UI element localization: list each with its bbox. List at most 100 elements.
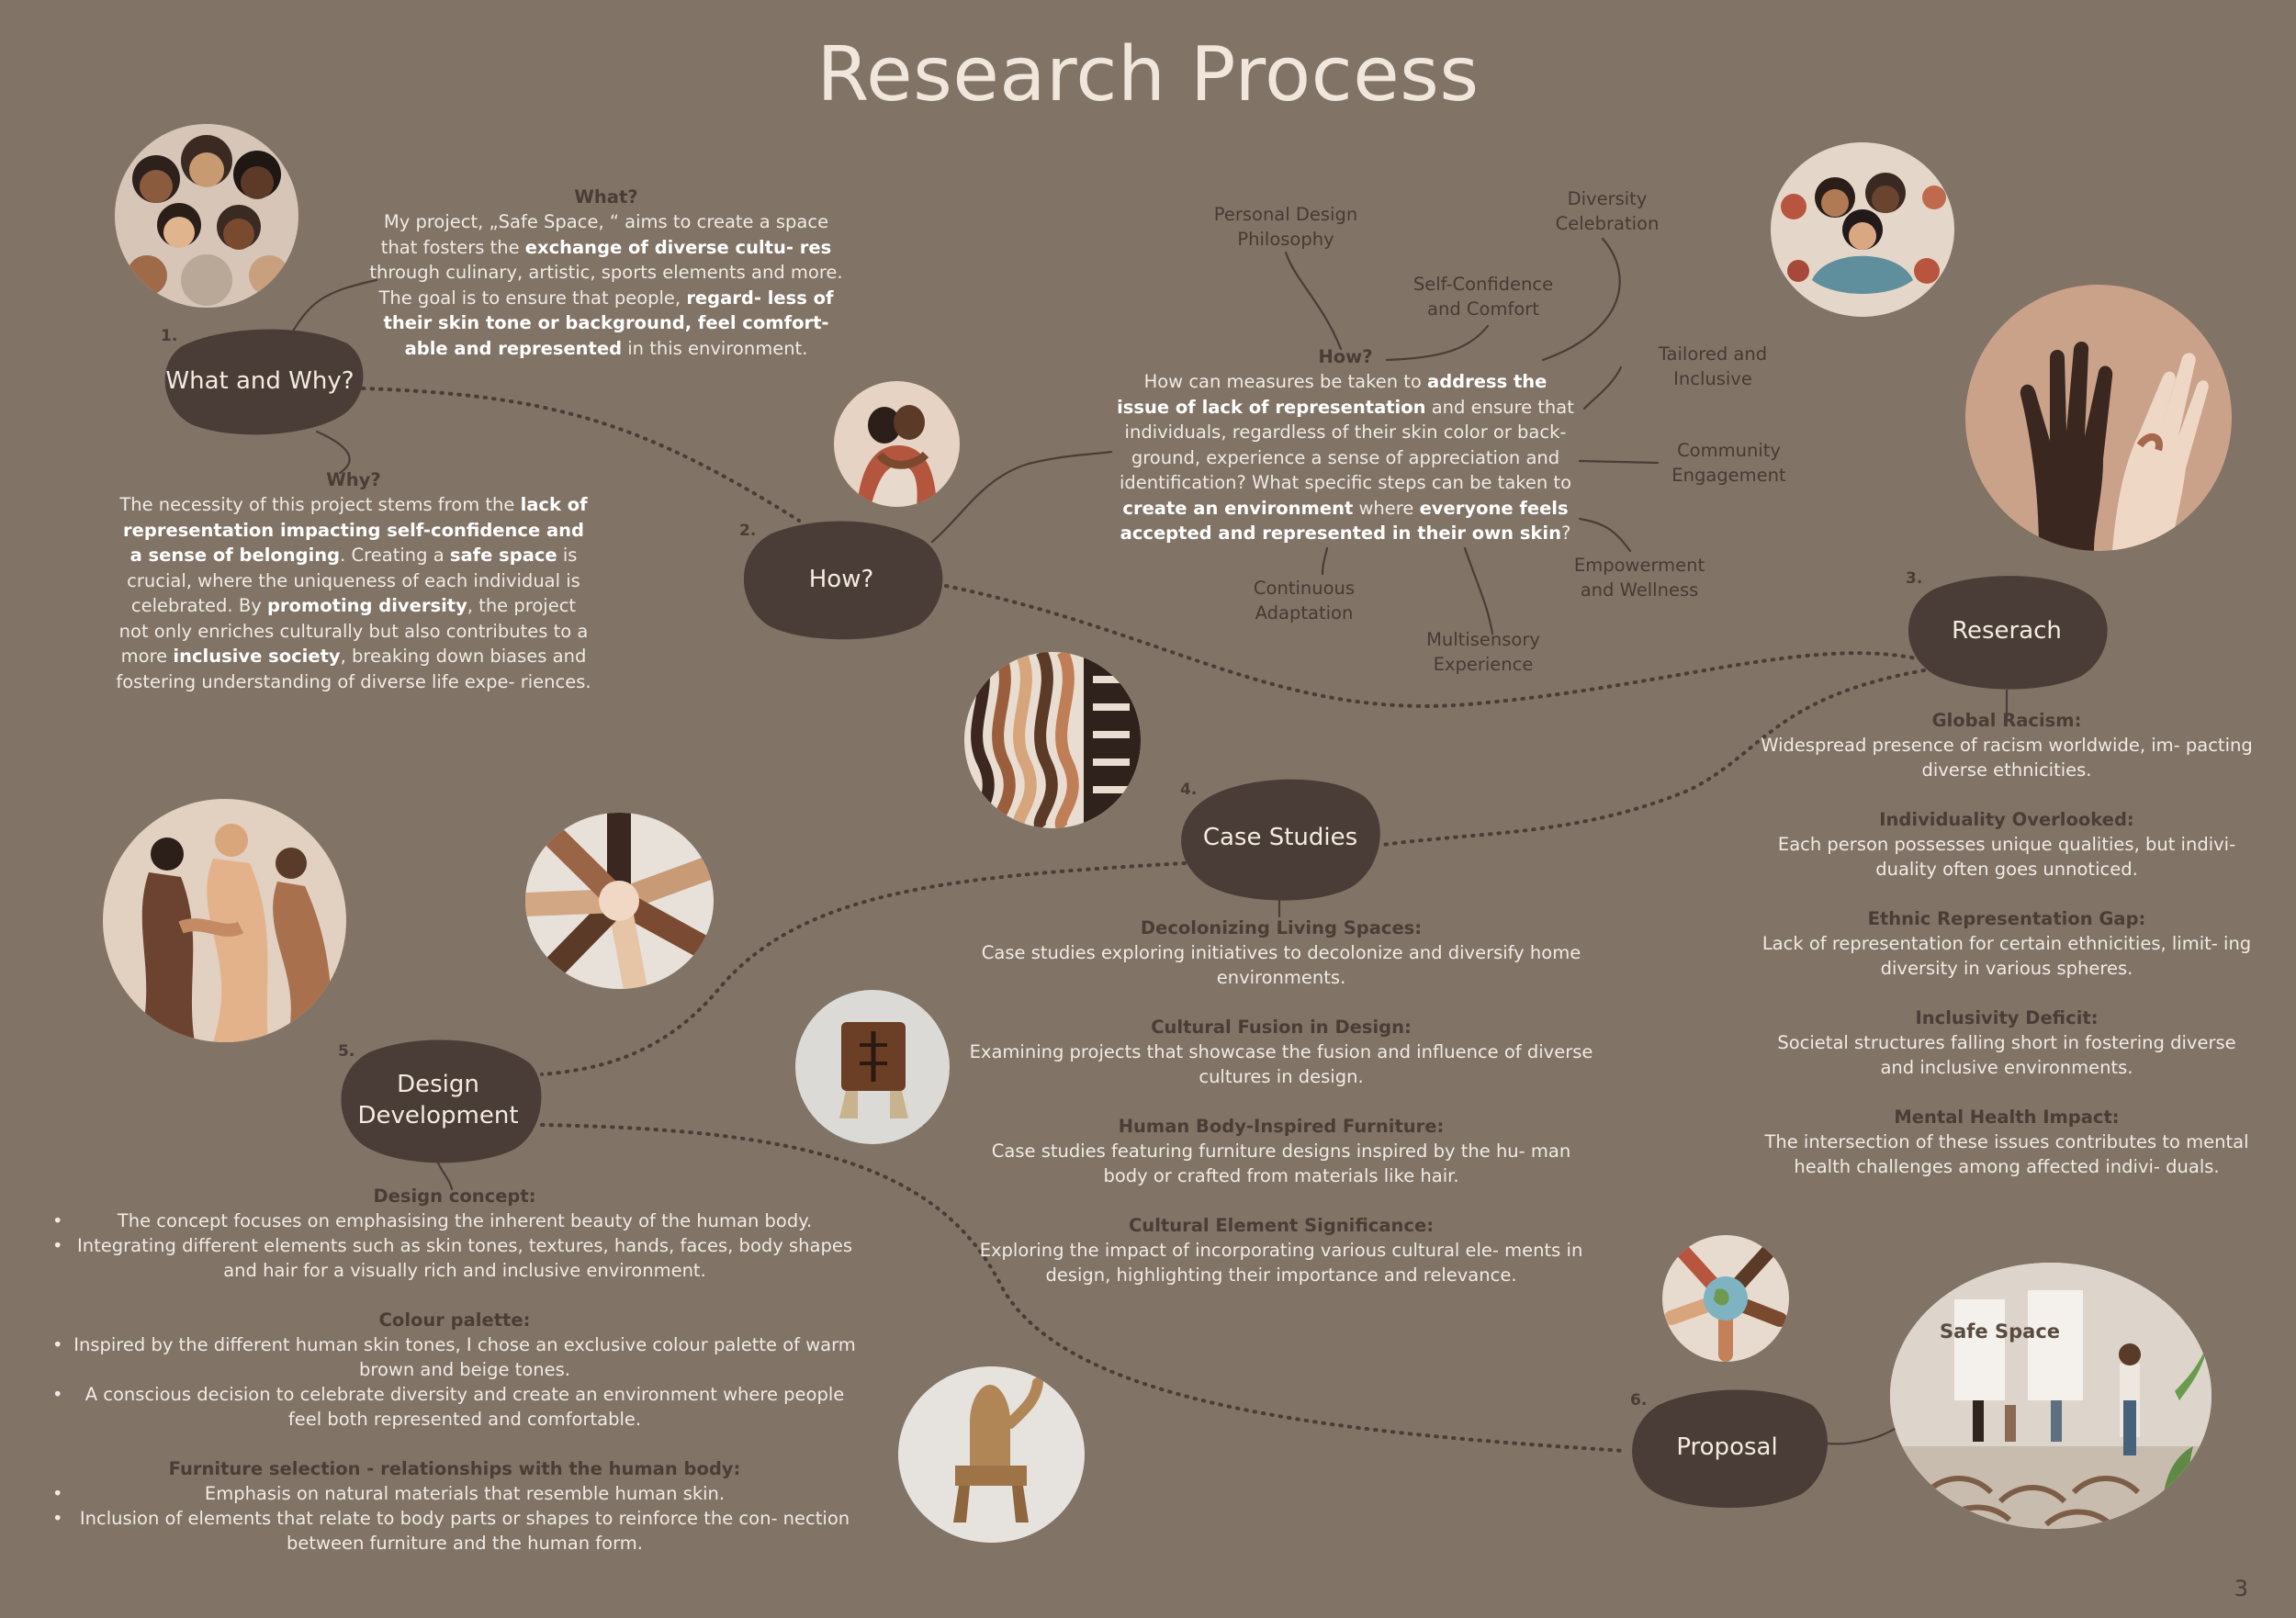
render-label: Safe Space bbox=[1940, 1320, 2061, 1343]
step-blob-what-and-why[interactable]: What and Why? bbox=[154, 323, 366, 438]
earth-hands-illustration bbox=[1662, 1235, 1789, 1362]
case-study-heading: Cultural Element Significance: bbox=[1129, 1215, 1434, 1236]
step-blob-proposal[interactable]: Proposal bbox=[1624, 1385, 1830, 1509]
design-bullets: Emphasis on natural materials that resem… bbox=[51, 1481, 859, 1556]
why-emphasis: lack of representation impacting self-co… bbox=[123, 494, 588, 566]
node-line: Inclusive bbox=[1673, 368, 1752, 389]
why-emphasis: inclusive society bbox=[173, 646, 341, 667]
mm-tailored bbox=[1582, 365, 1623, 410]
step-blob-research[interactable]: Reserach bbox=[1901, 571, 2112, 691]
design-bullet: Integrating different elements such as s… bbox=[52, 1233, 859, 1283]
step-blob-case-studies[interactable]: Case Studies bbox=[1176, 773, 1385, 902]
research-heading: Mental Health Impact: bbox=[1894, 1107, 2120, 1128]
research-item: Mental Health Impact: The intersection of… bbox=[1759, 1106, 2255, 1179]
step-label: What and Why? bbox=[165, 366, 355, 395]
hug-drawing bbox=[1781, 173, 1946, 294]
research-text: Each person possesses unique qualities, … bbox=[1777, 834, 2236, 880]
design-heading: Colour palette: bbox=[378, 1309, 531, 1331]
embrace-drawing bbox=[857, 405, 937, 507]
community-hug-illustration bbox=[1771, 142, 1954, 317]
research-findings: Global Racism:Widespread presence of rac… bbox=[1759, 709, 2255, 1179]
how-text: where bbox=[1353, 497, 1420, 519]
step-label-line-1: Design bbox=[397, 1071, 479, 1098]
case-study-text: Case studies exploring initiatives to de… bbox=[981, 942, 1581, 988]
why-text: , the project not only enriches cultural… bbox=[118, 595, 589, 667]
case-study-item: Decolonizing Living Spaces: Case studies … bbox=[969, 916, 1593, 990]
dotted-path-3-4 bbox=[1380, 669, 1926, 847]
step-number-5: 5. bbox=[338, 1042, 355, 1061]
research-heading: Individuality Overlooked: bbox=[1879, 809, 2134, 830]
branch-how-photo bbox=[930, 450, 1113, 544]
case-study-heading: Cultural Fusion in Design: bbox=[1151, 1017, 1412, 1038]
how-text-block: How? How can measures be taken to addres… bbox=[1116, 345, 1575, 546]
node-line: Philosophy bbox=[1237, 229, 1334, 250]
why-text: The necessity of this project stems from… bbox=[119, 494, 521, 515]
step-number-1: 1. bbox=[161, 327, 178, 345]
design-bullet: Inclusion of elements that relate to bod… bbox=[52, 1506, 859, 1556]
diverse-faces-illustration bbox=[115, 124, 298, 308]
research-text: The intersection of these issues contrib… bbox=[1764, 1131, 2249, 1177]
case-study-heading: Decolonizing Living Spaces: bbox=[1140, 917, 1423, 938]
case-study-item: Cultural Element Significance: Exploring … bbox=[969, 1214, 1593, 1287]
mm-personal bbox=[1284, 251, 1343, 351]
why-emphasis: safe space bbox=[449, 545, 557, 566]
research-item: Inclusivity Deficit:Societal structures … bbox=[1759, 1006, 2255, 1080]
cabinet-drawing bbox=[839, 1022, 908, 1118]
chair-drawing bbox=[953, 1377, 1043, 1522]
how-heading: How? bbox=[1318, 346, 1373, 367]
what-text-block: What? My project, „Safe Space, “ aims to… bbox=[367, 185, 845, 361]
node-line: Engagement bbox=[1671, 465, 1786, 486]
stacked-hands-drawing bbox=[525, 813, 714, 989]
wavy-pattern-illustration bbox=[964, 652, 1141, 828]
node-line: and Wellness bbox=[1580, 579, 1699, 601]
step-label: Reserach bbox=[1952, 617, 2062, 645]
research-item: Ethnic Representation Gap:Lack of repres… bbox=[1759, 907, 2255, 981]
case-study-text: Exploring the impact of incorporating va… bbox=[979, 1240, 1583, 1286]
mm-empower bbox=[1578, 517, 1632, 553]
design-section: Colour palette: Inspired by the differen… bbox=[51, 1309, 859, 1432]
research-item: Global Racism:Widespread presence of rac… bbox=[1759, 709, 2255, 782]
what-text: in this environment. bbox=[622, 337, 808, 359]
dotted-path-4-5 bbox=[540, 861, 1187, 1076]
design-heading: Furniture selection - relationships with… bbox=[168, 1458, 741, 1479]
design-bullet: Inspired by the different human skin ton… bbox=[52, 1332, 859, 1382]
design-bullet: A conscious decision to celebrate divers… bbox=[52, 1382, 859, 1432]
how-emphasis: address the issue of lack of representat… bbox=[1117, 371, 1548, 418]
node-line: Community bbox=[1677, 440, 1781, 461]
page-title: Research Process bbox=[816, 31, 1480, 118]
blob-shape bbox=[1181, 779, 1380, 901]
wicker-chair-illustration bbox=[898, 1366, 1085, 1543]
why-text: is crucial, where the uniqueness of each… bbox=[127, 545, 580, 616]
step-label: Case Studies bbox=[1202, 824, 1358, 851]
blob-shape bbox=[1908, 576, 2108, 690]
design-section: Design concept: The concept focuses on e… bbox=[51, 1185, 859, 1283]
step-blob-how[interactable]: How? bbox=[735, 517, 948, 641]
blob-shape bbox=[743, 521, 943, 640]
safe-space-render bbox=[1890, 1263, 2212, 1529]
how-text: ? bbox=[1560, 522, 1571, 544]
faces-drawing bbox=[127, 135, 289, 306]
mm-community bbox=[1578, 459, 1660, 465]
case-study-text: Examining projects that showcase the fus… bbox=[969, 1041, 1593, 1087]
how-emphasis: create an environment bbox=[1122, 497, 1354, 519]
research-item: Individuality Overlooked: Each person pos… bbox=[1759, 808, 2255, 882]
step-label-line-2: Development bbox=[357, 1102, 519, 1129]
what-emphasis: regard- less of their skin tone or backg… bbox=[383, 287, 834, 359]
design-bullet: The concept focuses on emphasising the i… bbox=[52, 1208, 859, 1233]
node-line: Continuous bbox=[1253, 578, 1356, 599]
bodies-illustration bbox=[103, 799, 346, 1042]
case-study-item: Human Body-Inspired Furniture:Case studi… bbox=[969, 1115, 1593, 1188]
node-line: Experience bbox=[1433, 654, 1534, 675]
mm-multi bbox=[1463, 546, 1494, 635]
step-number-4: 4. bbox=[1180, 781, 1198, 799]
how-text: How can measures be taken to bbox=[1143, 371, 1428, 392]
